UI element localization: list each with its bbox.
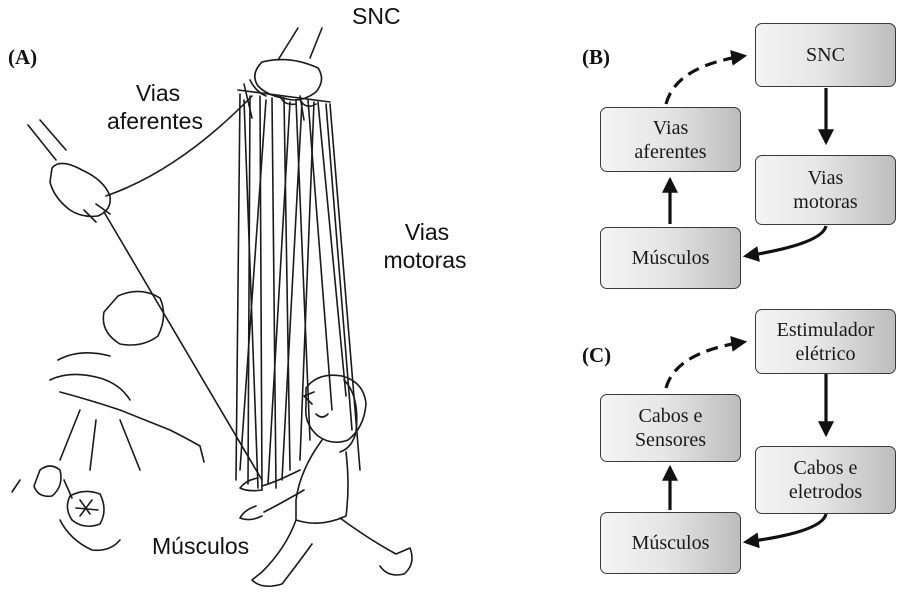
c-electrodes-to-muscle-arrow <box>746 514 826 542</box>
b-dashed-arrow <box>666 56 744 104</box>
c-stimulator-line-1: Estimulador <box>777 318 875 342</box>
b-muscles-text: Músculos <box>632 246 710 270</box>
c-sensors-line-1: Cabos e <box>639 404 703 428</box>
c-stimulator-box: Estimulador elétrico <box>755 309 896 374</box>
c-dashed-arrow <box>666 342 744 388</box>
c-electrodes-line-2: eletrodos <box>789 480 862 504</box>
c-electrodes-line-1: Cabos e <box>794 456 858 480</box>
b-afferent-line-1: Vias <box>653 116 688 140</box>
c-muscles-box: Músculos <box>600 512 741 574</box>
b-motor-box: Vias motoras <box>755 155 896 225</box>
c-sensors-line-2: Sensores <box>635 428 706 452</box>
b-motor-line-2: motoras <box>793 190 857 214</box>
b-motor-to-muscle-arrow <box>746 226 826 256</box>
panel-c-letter: (C) <box>582 343 611 368</box>
b-afferent-box: Vias aferentes <box>600 107 741 172</box>
b-snc-box: SNC <box>755 23 896 87</box>
c-muscles-text: Músculos <box>632 531 710 555</box>
c-electrodes-box: Cabos e eletrodos <box>755 446 896 514</box>
b-motor-line-1: Vias <box>808 166 843 190</box>
b-snc-text: SNC <box>806 43 845 67</box>
b-afferent-line-2: aferentes <box>634 140 706 164</box>
c-stimulator-line-2: elétrico <box>796 342 856 366</box>
b-muscles-box: Músculos <box>600 227 741 289</box>
c-sensors-box: Cabos e Sensores <box>600 394 741 462</box>
panel-b-letter: (B) <box>582 45 610 70</box>
